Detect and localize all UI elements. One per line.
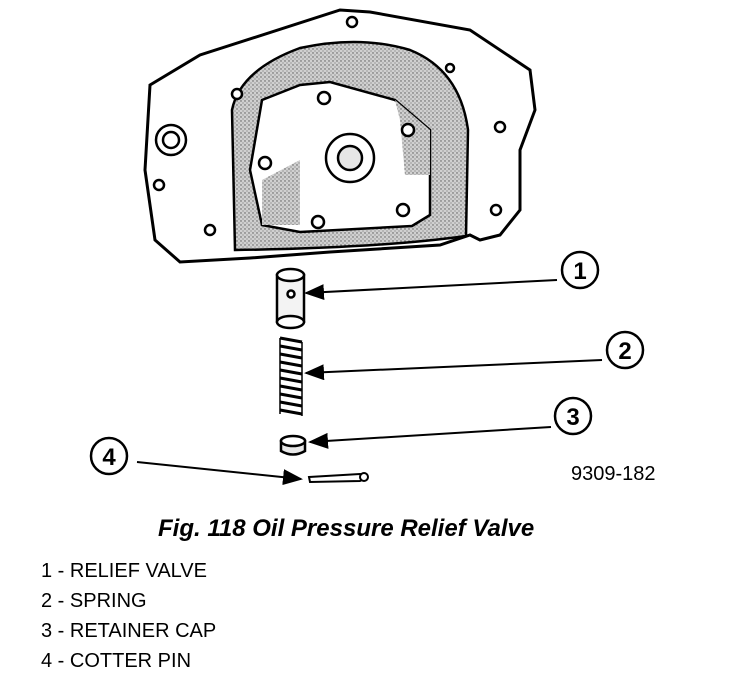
legend-item: 3 - RETAINER CAP: [41, 620, 217, 642]
callout-number: 3: [566, 404, 579, 431]
spring-part: [279, 336, 303, 416]
relief-valve-part: [275, 267, 306, 330]
legend-item: 4 - COTTER PIN: [41, 650, 192, 672]
figure-reference-code: 9309-182: [571, 463, 656, 485]
figure-caption: Fig. 118 Oil Pressure Relief Valve: [158, 515, 535, 542]
callout-1: 1: [560, 250, 600, 290]
callout-number: 4: [102, 444, 116, 471]
legend-item: 1 - RELIEF VALVE: [41, 560, 207, 582]
leader-arrows: [136, 279, 603, 486]
callout-3: 3: [553, 396, 593, 436]
parts-legend: 1 - RELIEF VALVE 2 - SPRING 3 - RETAINER…: [41, 558, 216, 678]
leader-arrow-3: [308, 426, 552, 449]
callout-number: 1: [573, 258, 586, 285]
callout-number: 2: [618, 338, 631, 365]
oil-pump-diagram: 1 2 3 4: [89, 8, 645, 486]
callout-2: 2: [605, 330, 645, 370]
leader-arrow-2: [304, 359, 603, 381]
pump-bolts: [152, 15, 507, 237]
retainer-cap-part: [279, 434, 307, 456]
cotter-pin-part: [307, 472, 369, 484]
legend-item: 2 - SPRING: [41, 590, 147, 612]
leader-arrow-4: [136, 461, 303, 486]
callout-4: 4: [89, 436, 129, 476]
leader-arrow-1: [304, 279, 558, 301]
